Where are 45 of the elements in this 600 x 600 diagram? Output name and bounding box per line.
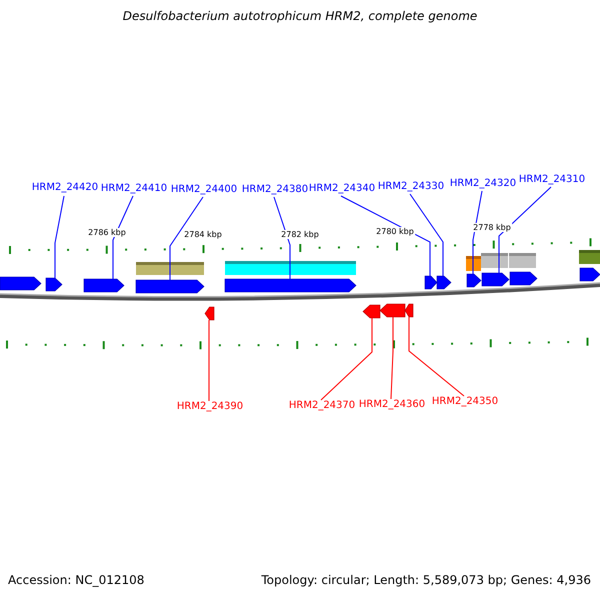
leader-line	[410, 194, 444, 276]
scale-label: 2780 kbp	[375, 227, 415, 236]
gene-block	[424, 276, 438, 290]
gene-block	[436, 276, 452, 290]
leader-line	[472, 190, 482, 274]
gene-block	[46, 278, 62, 292]
leader-line	[390, 316, 394, 400]
gene-block	[510, 272, 538, 286]
gene-label: HRM2_24320	[450, 178, 516, 190]
gene-block	[0, 276, 42, 290]
leader-line	[54, 196, 64, 278]
leader-line	[408, 316, 464, 396]
gene-block	[466, 274, 482, 288]
scale-label: 2778 kbp	[472, 223, 512, 232]
gene-label: HRM2_24310	[518, 174, 586, 186]
leader-line	[170, 196, 204, 280]
gene-label: HRM2_24410	[100, 183, 168, 194]
gene-label: HRM2_24370	[288, 400, 356, 412]
leader-line	[208, 320, 210, 402]
scale-label: 2786 kbp	[87, 228, 127, 238]
leader-line	[340, 196, 430, 276]
gene-block	[136, 280, 204, 294]
footer-text: Accession: NC_012108	[8, 574, 144, 588]
gene-block	[204, 306, 214, 320]
gene-block	[482, 272, 510, 286]
gene-label: HRM2_24330	[378, 181, 444, 192]
gene-block	[362, 304, 380, 318]
gene-label: HRM2_24350	[432, 396, 498, 408]
leader-line	[112, 196, 134, 280]
gene-label: HRM2_24380	[242, 184, 308, 196]
gene-block	[580, 268, 600, 282]
gene-block	[84, 278, 124, 292]
leader-line	[498, 186, 552, 274]
gene-label: HRM2_24340	[308, 183, 376, 194]
gene-block	[224, 278, 356, 292]
gene-label: HRM2_24390	[176, 401, 244, 412]
leader-line	[274, 196, 290, 280]
leader-line	[320, 318, 372, 400]
gene-label: HRM2_24360	[358, 399, 426, 410]
gene-label: HRM2_24420	[32, 182, 98, 194]
scale-label: 2782 kbp	[280, 230, 320, 240]
footer-text: Topology: circular; Length: 5,589,073 bp; Genes: 4,936	[261, 574, 591, 588]
scale-label: 2784 kbp	[183, 230, 223, 240]
gene-label: HRM2_24400	[170, 184, 238, 196]
title: Desulfobacterium autotrophicum HRM2, complete genome	[122, 10, 478, 24]
